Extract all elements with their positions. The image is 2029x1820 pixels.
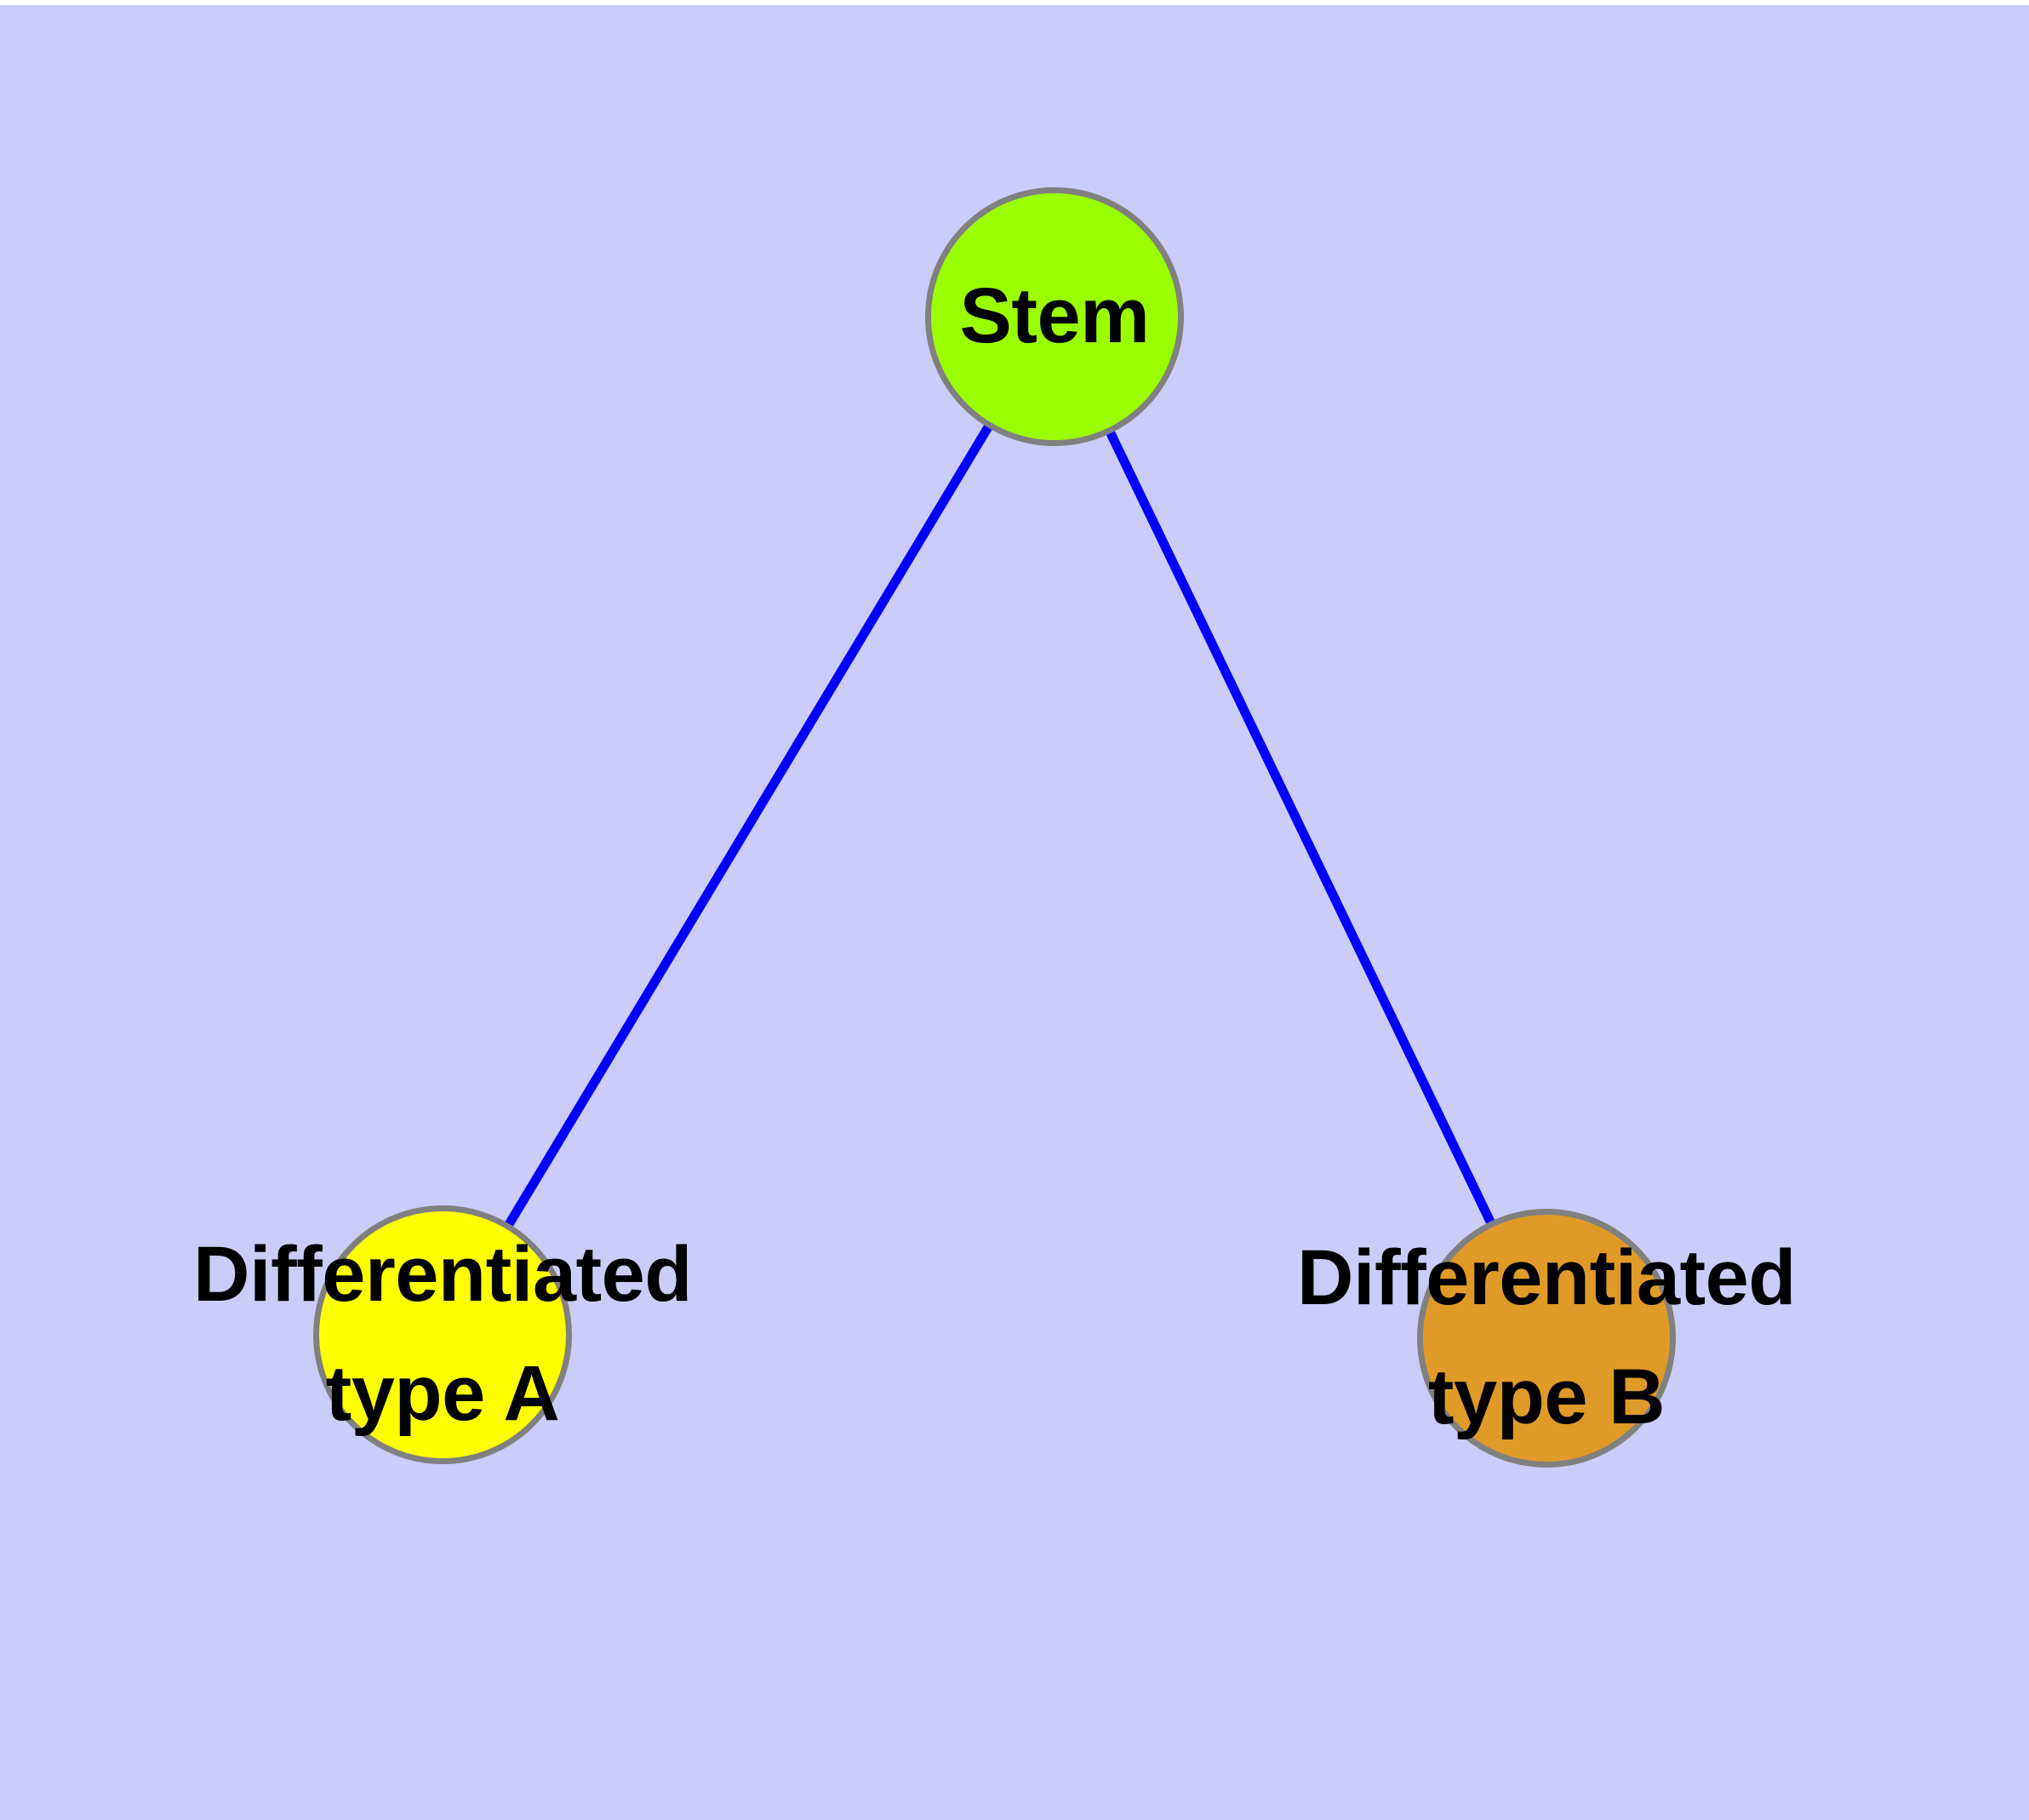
- graph-node-diff_a[interactable]: [313, 1205, 572, 1464]
- node-layer: [313, 187, 1676, 1468]
- graph-node-stem[interactable]: [925, 187, 1184, 446]
- edge-layer: [504, 423, 1495, 1228]
- graph-edge-stem-diff_b[interactable]: [1106, 429, 1495, 1226]
- graph-edge-stem-diff_a[interactable]: [504, 423, 993, 1228]
- graph-node-diff_b[interactable]: [1417, 1209, 1676, 1468]
